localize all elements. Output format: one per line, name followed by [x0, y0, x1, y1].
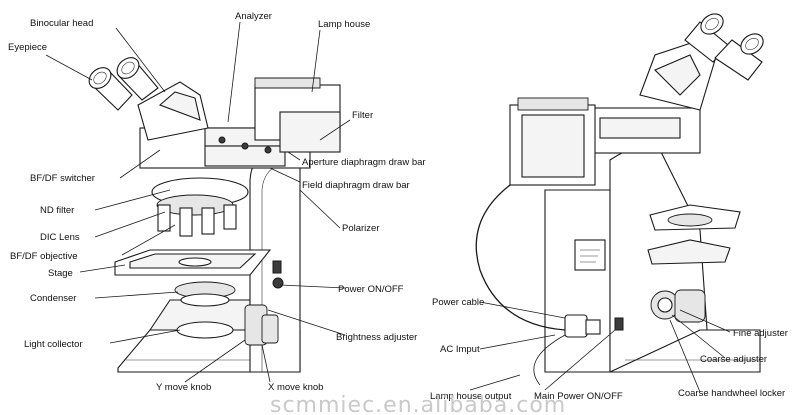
- label-stage: Stage: [48, 268, 73, 279]
- label-light-collector: Light collector: [24, 339, 83, 350]
- label-field-diaphragm-draw-bar: Field diaphragm draw bar: [302, 180, 410, 191]
- label-coarse-handwheel-locker: Coarse handwheel locker: [678, 388, 785, 399]
- label-lamp-house-output: Lamp house output: [430, 391, 512, 402]
- label-dic-lens: DIC Lens: [40, 232, 80, 243]
- label-bf-df-objective: BF/DF objective: [10, 251, 78, 262]
- left-microscope-drawing: [88, 57, 341, 373]
- label-brightness-adjuster: Brightness adjuster: [336, 332, 417, 343]
- label-analyzer: Analyzer: [235, 11, 272, 22]
- leader-lines: [45, 21, 731, 393]
- label-polarizer: Polarizer: [342, 223, 380, 234]
- label-lamp-house: Lamp house: [318, 19, 370, 30]
- label-coarse-adjuster: Coarse adjuster: [700, 354, 767, 365]
- label-bf-df-switcher: BF/DF switcher: [30, 173, 95, 184]
- label-fine-adjuster: Fine adjuster: [733, 328, 788, 339]
- label-eyepiece: Eyepiece: [8, 42, 47, 53]
- label-power-on-off: Power ON/OFF: [338, 284, 404, 295]
- label-condenser: Condenser: [30, 293, 76, 304]
- label-filter: Filter: [352, 110, 373, 121]
- right-microscope-drawing: [475, 13, 764, 386]
- label-x-move-knob: X move knob: [268, 382, 323, 393]
- label-aperture-diaphragm-draw-bar: Aperture diaphragm draw bar: [302, 157, 426, 168]
- right-view-labels: Power cable AC Imput Lamp house output M…: [430, 297, 788, 402]
- label-ac-imput: AC Imput: [440, 344, 480, 355]
- left-view-labels: Binocular head Analyzer Lamp house Eyepi…: [8, 11, 426, 393]
- label-main-power-on-off: Main Power ON/OFF: [534, 391, 623, 402]
- label-nd-filter: ND filter: [40, 205, 74, 216]
- label-y-move-knob: Y move knob: [156, 382, 211, 393]
- watermark: scmmiec.en.alibaba.com: [270, 393, 566, 415]
- label-power-cable: Power cable: [432, 297, 484, 308]
- label-binocular-head: Binocular head: [30, 18, 93, 29]
